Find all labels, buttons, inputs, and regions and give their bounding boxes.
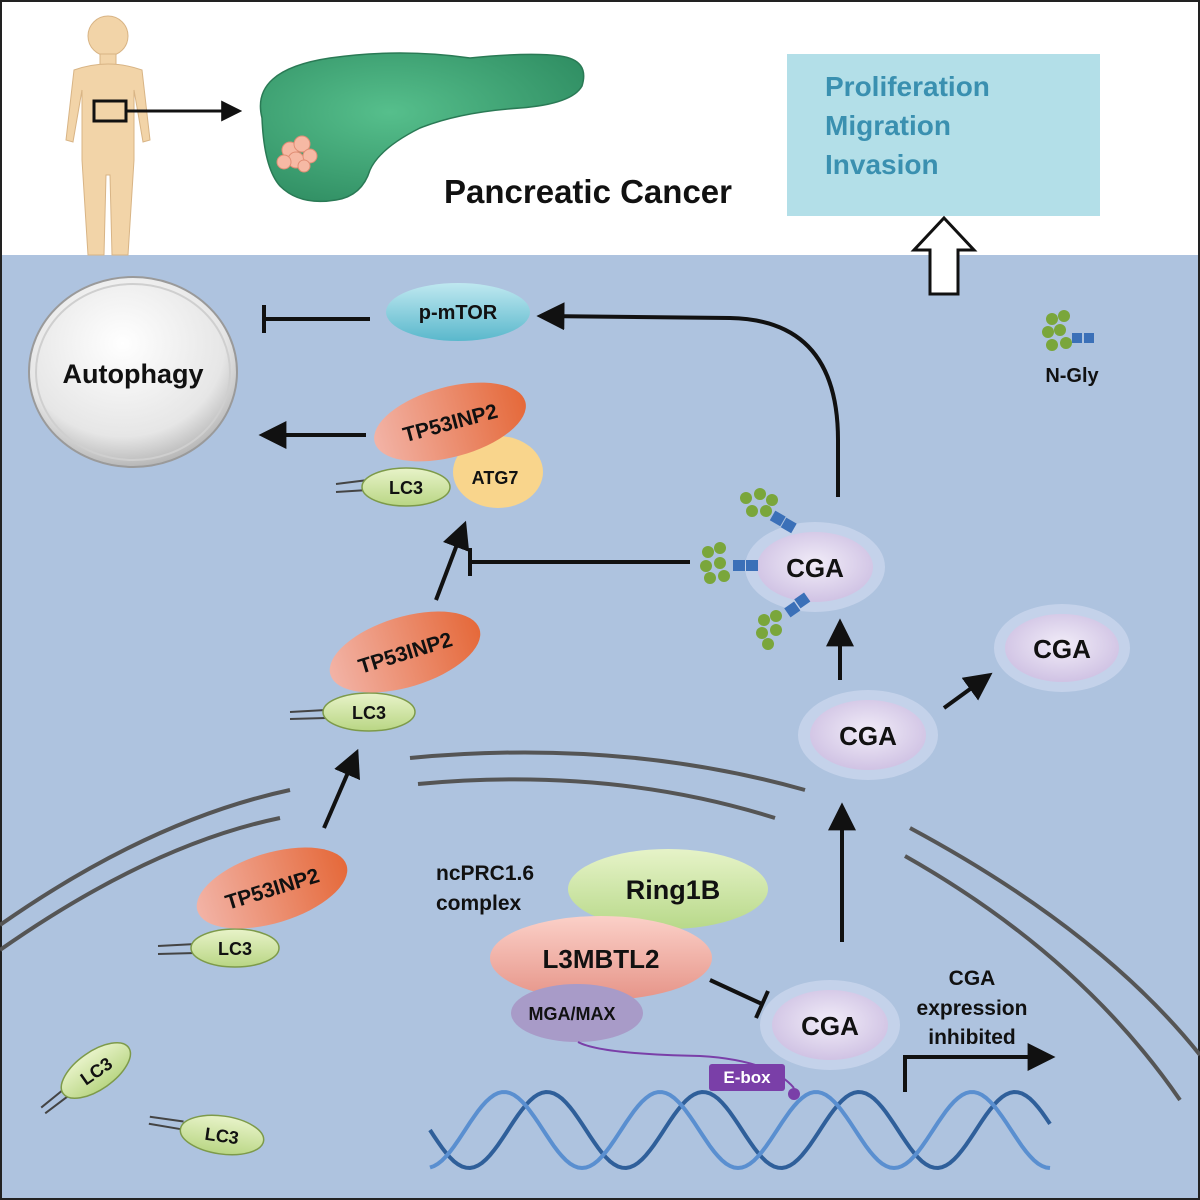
- secreted-cga-label: CGA: [1033, 634, 1091, 664]
- glycan-chain-bottom: [756, 592, 811, 650]
- glycosylated-cga-node: [757, 532, 873, 602]
- autophagy-vesicle: [28, 276, 238, 468]
- outcome-migration: Migration: [825, 110, 951, 141]
- n-gly-label: N-Gly: [1045, 365, 1099, 387]
- tp53inp2-mid-node: [329, 611, 481, 693]
- lc3-mid-node: [289, 692, 416, 732]
- hollow-up-arrow-icon: [910, 215, 978, 296]
- ncprc-label-line1: ncPRC1.6: [436, 862, 534, 885]
- expression-note-line2: expression: [917, 997, 1028, 1020]
- atg7-node: [453, 436, 543, 508]
- l3mbtl2-label: L3MBTL2: [543, 944, 660, 974]
- ring1b-node: [568, 849, 768, 929]
- cga-gene-node: [772, 990, 888, 1060]
- atg7-label: ATG7: [472, 468, 519, 488]
- pmtor-label: p-mTOR: [419, 302, 498, 324]
- tp53inp2-top-node: [374, 382, 526, 462]
- lc3-top-node: [335, 467, 451, 507]
- lc3-mid-label: LC3: [352, 703, 386, 723]
- dna-helix: [428, 1089, 1052, 1171]
- l3mbtl2-node: [490, 916, 712, 1000]
- lc3-nuclear-node: [157, 928, 280, 968]
- cga-mid-label: CGA: [839, 721, 897, 751]
- pmtor-node: [386, 283, 530, 341]
- expression-note-line3: inhibited: [928, 1026, 1016, 1049]
- mgamax-node: [511, 984, 643, 1042]
- cga-gene-label: CGA: [801, 1011, 859, 1041]
- tp53inp2-nuclear-node: [196, 847, 348, 929]
- outcomes-box: [787, 54, 1100, 216]
- lc3-free-node-2: [179, 1114, 265, 1156]
- pancreas-organ-icon: [259, 52, 585, 203]
- lc3-free-label-2: LC3: [204, 1124, 240, 1149]
- autophagy-label: Autophagy: [63, 359, 204, 389]
- lc3-top-label: LC3: [389, 478, 423, 498]
- expression-note-line1: CGA: [949, 967, 996, 990]
- ring1b-label: Ring1B: [626, 875, 721, 905]
- lc3-free-node-1: [60, 1042, 132, 1099]
- glycan-chain-top: [740, 488, 797, 534]
- lc3-nuclear-label: LC3: [218, 939, 252, 959]
- n-glycan-icon: [1042, 310, 1094, 351]
- glycosylated-cga-label: CGA: [786, 553, 844, 583]
- glycan-chain-left: [700, 542, 758, 584]
- ebox-label: E-box: [723, 1068, 771, 1087]
- tumor-icon: [276, 135, 318, 173]
- outcome-proliferation: Proliferation: [825, 71, 990, 102]
- cga-mid-node: [810, 700, 926, 770]
- nuclear-envelope: [0, 750, 1200, 1102]
- ebox-box: [709, 1064, 785, 1091]
- mgamax-label: MGA/MAX: [529, 1004, 616, 1024]
- outcome-invasion: Invasion: [825, 149, 939, 180]
- arrow-cga-to-pmtor: [536, 302, 840, 497]
- transcription-start-arrow: [903, 1043, 1056, 1092]
- secreted-cga-node: [1005, 614, 1119, 682]
- page-title: Pancreatic Cancer: [444, 173, 732, 210]
- inhibit-l3mbtl2-cga: [709, 978, 763, 1006]
- ncprc-label-line2: complex: [436, 892, 522, 915]
